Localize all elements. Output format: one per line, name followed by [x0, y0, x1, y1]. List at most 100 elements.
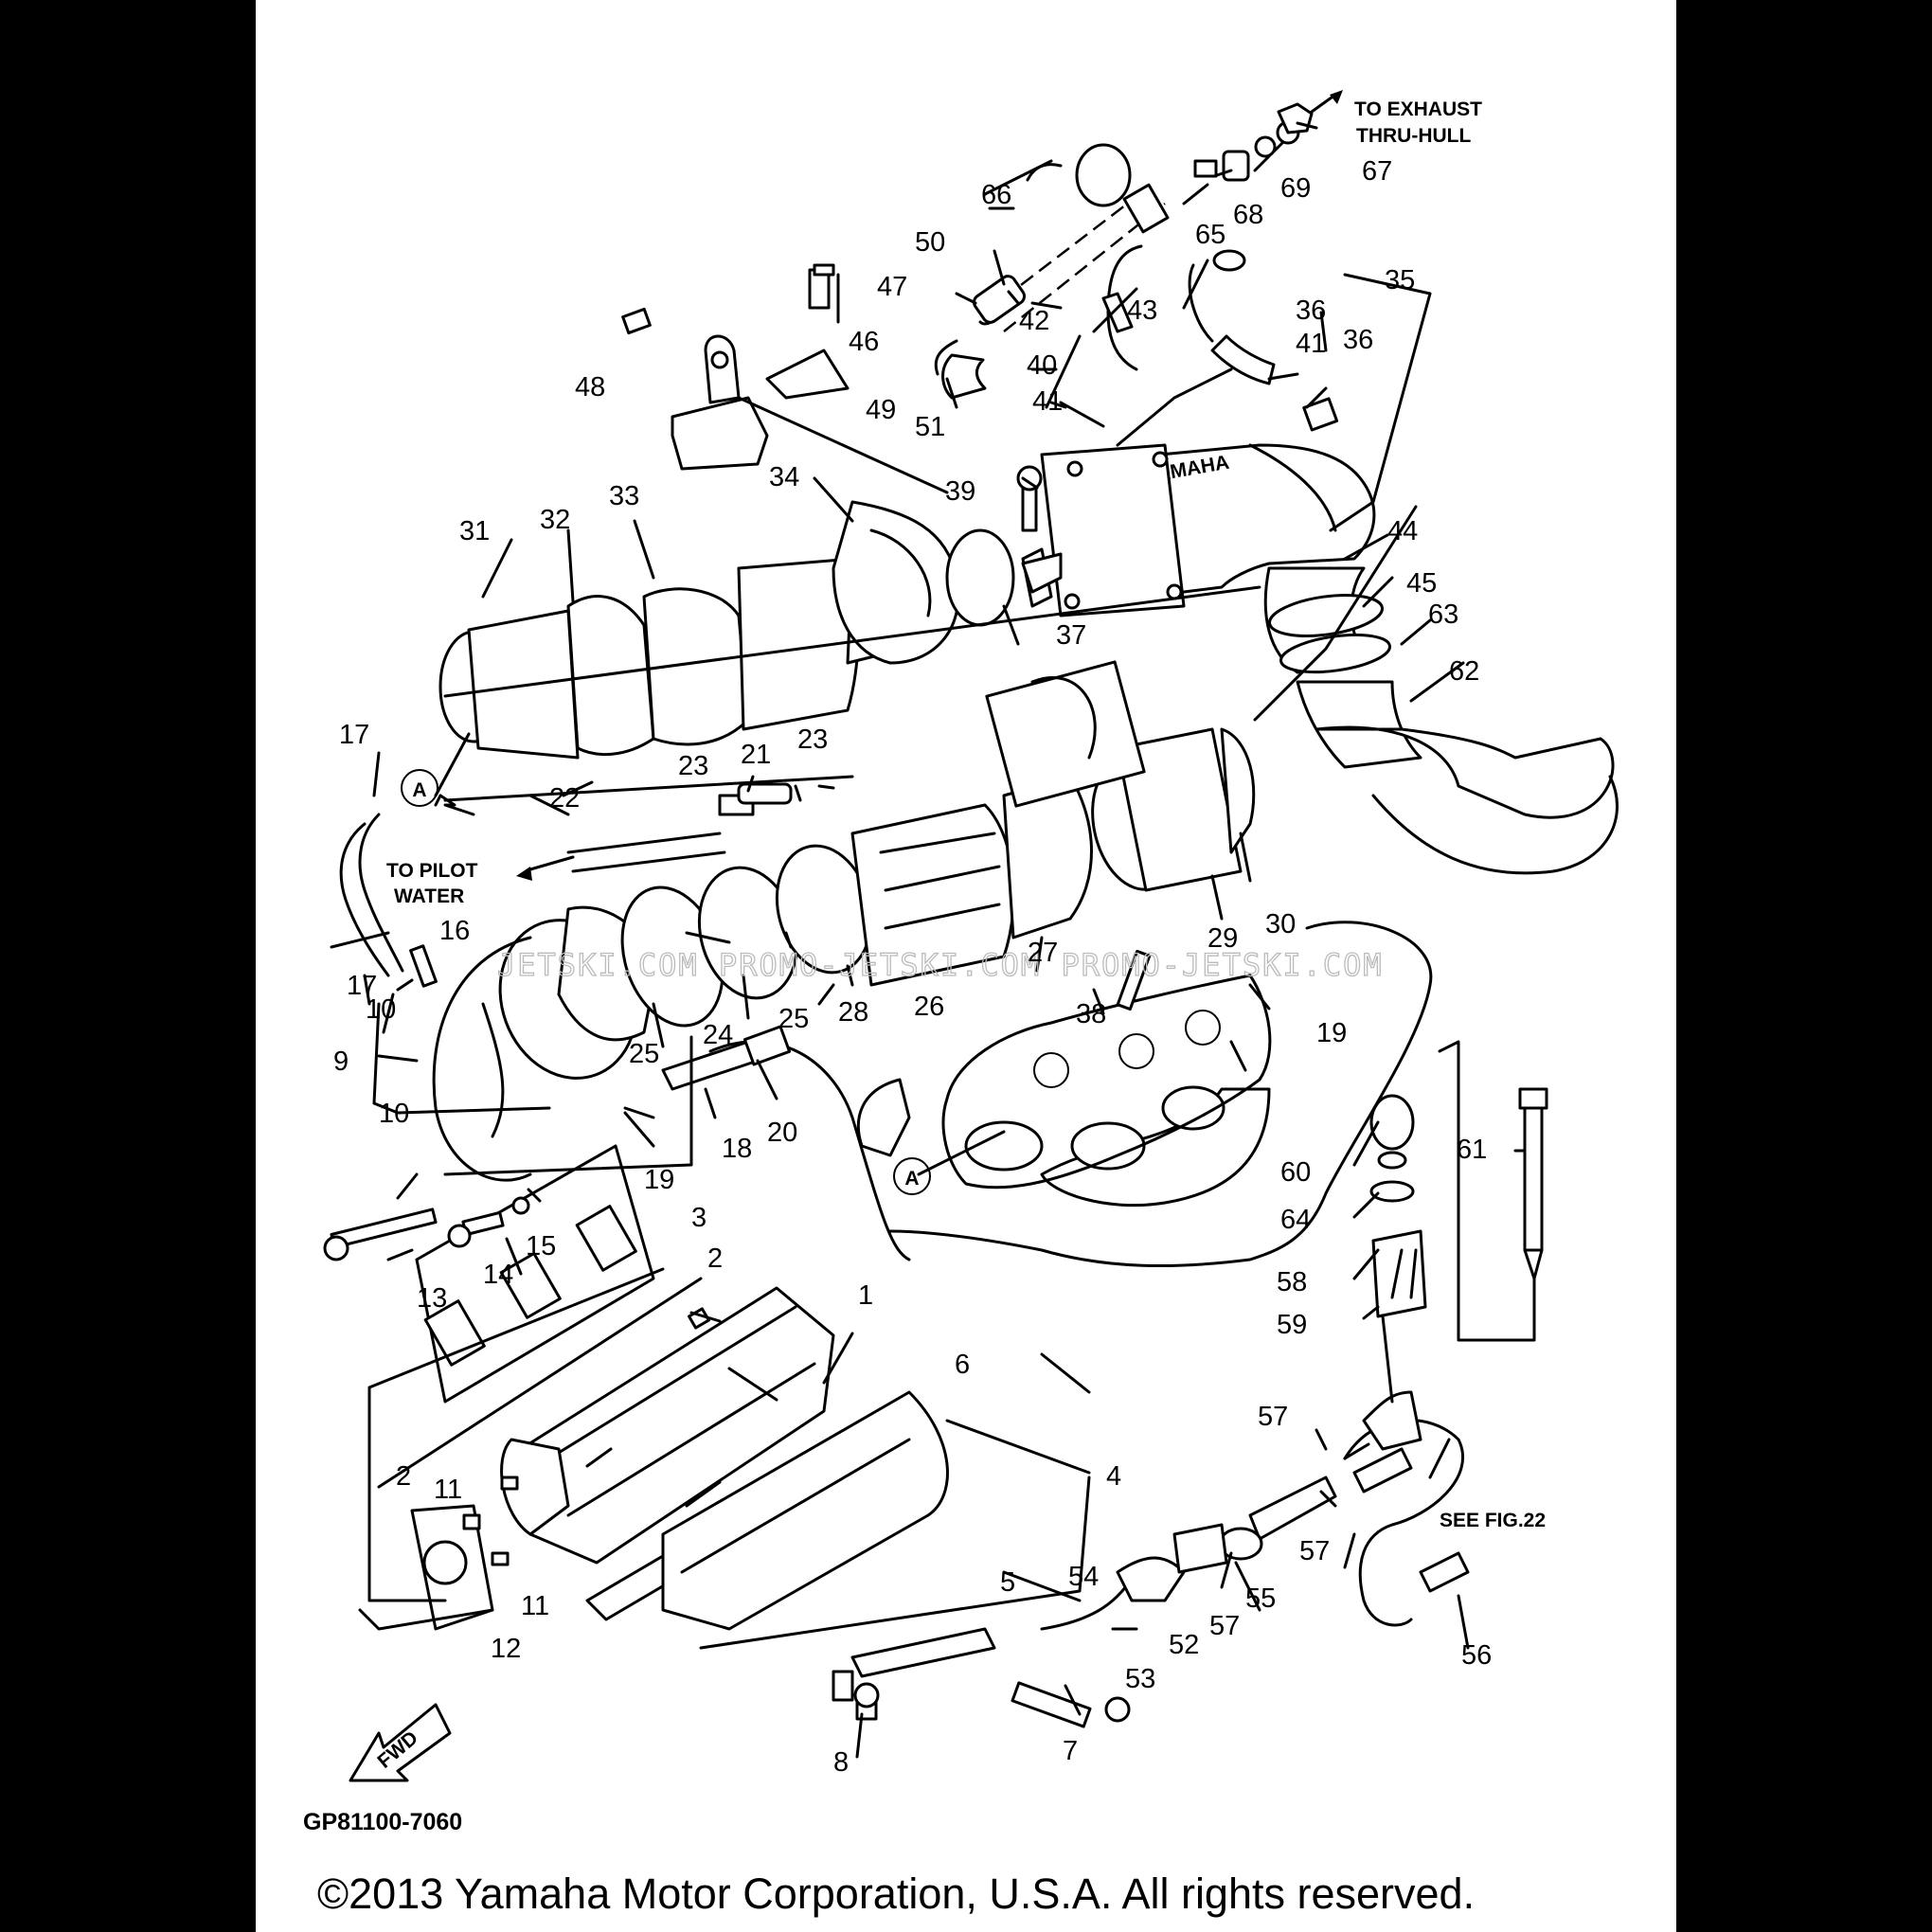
- note-see-fig: SEE FIG.22: [1440, 1510, 1546, 1531]
- small-hardware: [323, 273, 1152, 1728]
- callout-31: 31: [459, 516, 490, 546]
- muffler-lower: [432, 727, 1271, 1208]
- callout-20: 20: [767, 1118, 797, 1148]
- callout-62: 62: [1449, 656, 1479, 687]
- callout-57: 57: [1258, 1402, 1288, 1432]
- callout-16: 16: [439, 916, 470, 946]
- callout-15: 15: [526, 1231, 556, 1261]
- callout-12: 12: [491, 1634, 521, 1664]
- exhaust-manifold: [410, 1144, 996, 1702]
- callout-1: 1: [858, 1280, 873, 1311]
- callout-numbers: 1 2 2 3 4 5 5 6 7 8 9 10 10 10 11 11 12 …: [333, 156, 1492, 1778]
- callout-60: 60: [1280, 1157, 1311, 1188]
- callout-3: 3: [691, 1203, 707, 1233]
- callout-69: 69: [1280, 173, 1311, 204]
- callout-27: 27: [1028, 938, 1058, 968]
- callout-19: 19: [644, 1165, 674, 1195]
- callout-63: 63: [1428, 599, 1458, 630]
- callout-50: 50: [915, 227, 945, 258]
- callout-57c: 57: [1209, 1611, 1240, 1641]
- mounting-brackets: [621, 263, 949, 494]
- callout-24: 24: [703, 1020, 733, 1050]
- callout-49: 49: [866, 395, 896, 425]
- callout-68: 68: [1233, 200, 1263, 230]
- callout-28: 28: [838, 997, 868, 1028]
- note-to-pilot-line1: TO PILOT: [386, 860, 478, 882]
- callout-41b: 41: [1296, 329, 1326, 359]
- note-to-exhaust-line1: TO EXHAUST: [1354, 98, 1482, 120]
- callout-9: 9: [333, 1046, 349, 1077]
- pilot-water-hose: [339, 782, 793, 977]
- callout-46: 46: [849, 327, 879, 357]
- callout-44: 44: [1387, 516, 1418, 546]
- callout-35: 35: [1385, 265, 1415, 295]
- callout-66: 66: [981, 180, 1011, 210]
- exhaust-hose-assembly: [934, 90, 1343, 432]
- callout-17b: 17: [347, 971, 377, 1001]
- callout-47: 47: [877, 272, 907, 302]
- callout-18: 18: [722, 1134, 752, 1164]
- callout-22: 22: [549, 783, 580, 814]
- exhaust-pipe-upper: YAMAHA: [1021, 443, 1619, 875]
- callout-10b: 10: [379, 1099, 409, 1129]
- callout-23b: 23: [797, 724, 828, 755]
- callout-53: 53: [1125, 1664, 1155, 1694]
- callout-65: 65: [1195, 220, 1225, 250]
- marker-a-bottom-label: A: [904, 1168, 919, 1190]
- callout-59: 59: [1277, 1310, 1307, 1340]
- callout-42: 42: [1019, 306, 1049, 336]
- callout-17: 17: [339, 720, 369, 750]
- callout-6: 6: [955, 1350, 970, 1380]
- callout-2b: 2: [396, 1461, 411, 1492]
- watermark: JETSKI.COM PROMO-JETSKI.COM PROMO-JETSKI…: [497, 947, 1384, 983]
- callout-11b: 11: [521, 1591, 549, 1621]
- marker-a-top-label: A: [412, 779, 426, 801]
- copyright-notice: ©2013 Yamaha Motor Corporation, U.S.A. A…: [317, 1869, 1475, 1918]
- note-to-exhaust-line2: THRU-HULL: [1356, 125, 1471, 147]
- callout-48: 48: [575, 372, 605, 402]
- callout-21: 21: [741, 740, 771, 770]
- callout-64: 64: [1280, 1205, 1311, 1235]
- callout-4: 4: [1106, 1461, 1121, 1492]
- reference-marker-a-bottom: A: [893, 1157, 931, 1195]
- callout-57b: 57: [1299, 1536, 1330, 1566]
- callout-41: 41: [1032, 386, 1063, 417]
- callout-14: 14: [483, 1260, 513, 1290]
- callout-26: 26: [914, 992, 944, 1022]
- callout-10: 10: [366, 994, 396, 1025]
- callout-34: 34: [769, 462, 799, 492]
- callout-67: 67: [1362, 156, 1392, 187]
- callout-23: 23: [678, 751, 708, 781]
- callout-2: 2: [707, 1243, 723, 1274]
- callout-58: 58: [1277, 1267, 1307, 1297]
- callout-33: 33: [609, 481, 639, 511]
- callout-54: 54: [1068, 1562, 1099, 1592]
- callout-7: 7: [1063, 1736, 1078, 1766]
- callout-25: 25: [629, 1039, 659, 1069]
- callout-51: 51: [915, 412, 945, 442]
- callout-40: 40: [1027, 350, 1057, 381]
- callout-19b: 19: [1316, 1018, 1347, 1048]
- callout-52: 52: [1169, 1630, 1199, 1660]
- callout-5: 5: [1000, 1567, 1015, 1598]
- callout-55: 55: [1245, 1583, 1276, 1614]
- callout-36b: 36: [1343, 325, 1373, 355]
- callout-38: 38: [1076, 999, 1106, 1029]
- callout-25b: 25: [778, 1004, 809, 1034]
- callout-39: 39: [945, 476, 975, 507]
- muffler-upper: [438, 500, 1063, 760]
- callout-13: 13: [417, 1283, 447, 1314]
- callout-11: 11: [434, 1475, 462, 1505]
- forward-arrow-icon: FWD: [349, 1703, 452, 1782]
- note-to-pilot-line2: WATER: [394, 886, 464, 907]
- callout-36: 36: [1296, 295, 1326, 326]
- callout-61: 61: [1457, 1135, 1487, 1165]
- reference-marker-a-top: A: [401, 769, 438, 807]
- callout-29: 29: [1208, 923, 1238, 954]
- callout-37: 37: [1056, 620, 1086, 651]
- callout-45: 45: [1406, 568, 1437, 599]
- callout-43: 43: [1127, 295, 1157, 326]
- callout-32: 32: [540, 505, 570, 535]
- callout-56: 56: [1461, 1640, 1492, 1671]
